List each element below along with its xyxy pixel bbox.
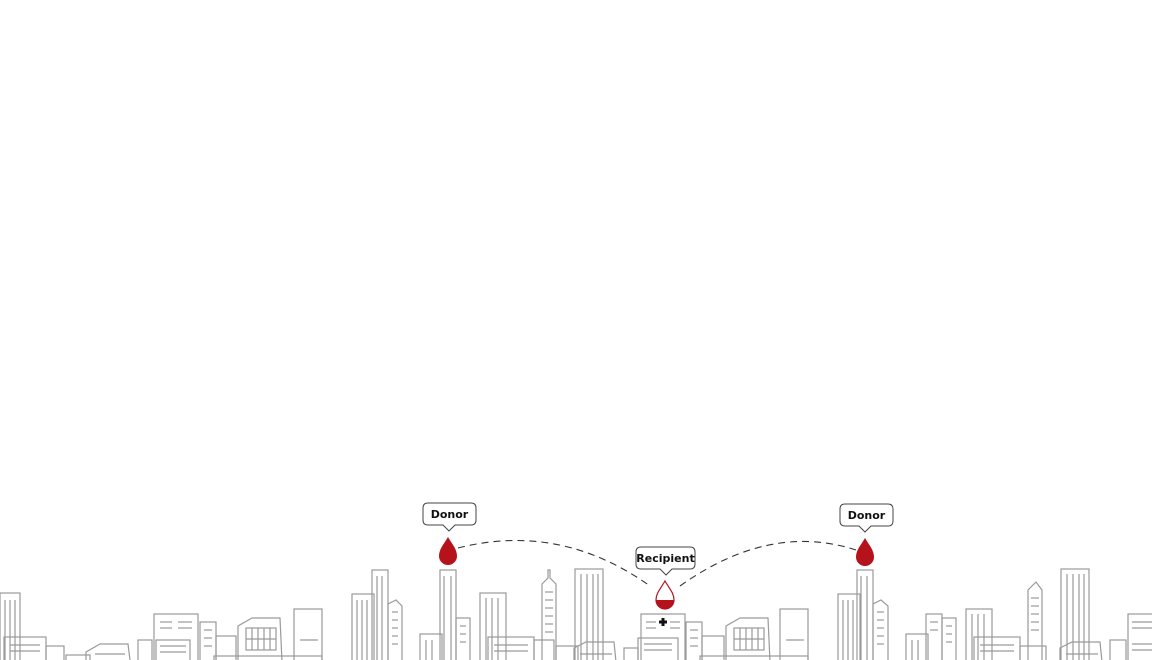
- speech-bubble-recipient: Recipient: [635, 546, 696, 576]
- connector-left-donor-to-recipient: [457, 539, 651, 587]
- blood-drop-icon: [856, 538, 874, 566]
- blood-drop-partial-icon: [655, 579, 675, 610]
- donor-node-right: Donor: [839, 503, 894, 566]
- donor-label-left: Donor: [431, 508, 469, 521]
- blood-drop-icon: [439, 537, 457, 565]
- recipient-label: Recipient: [636, 552, 694, 565]
- recipient-node: Recipient: [635, 546, 696, 626]
- connector-right-donor-to-recipient: [679, 540, 857, 587]
- city-skyline: [0, 568, 1152, 660]
- speech-bubble-donor-right: Donor: [839, 503, 894, 533]
- donor-label-right: Donor: [848, 509, 886, 522]
- medical-cross-icon: [659, 618, 667, 626]
- donor-node-left: Donor: [422, 502, 477, 565]
- speech-bubble-donor-left: Donor: [422, 502, 477, 532]
